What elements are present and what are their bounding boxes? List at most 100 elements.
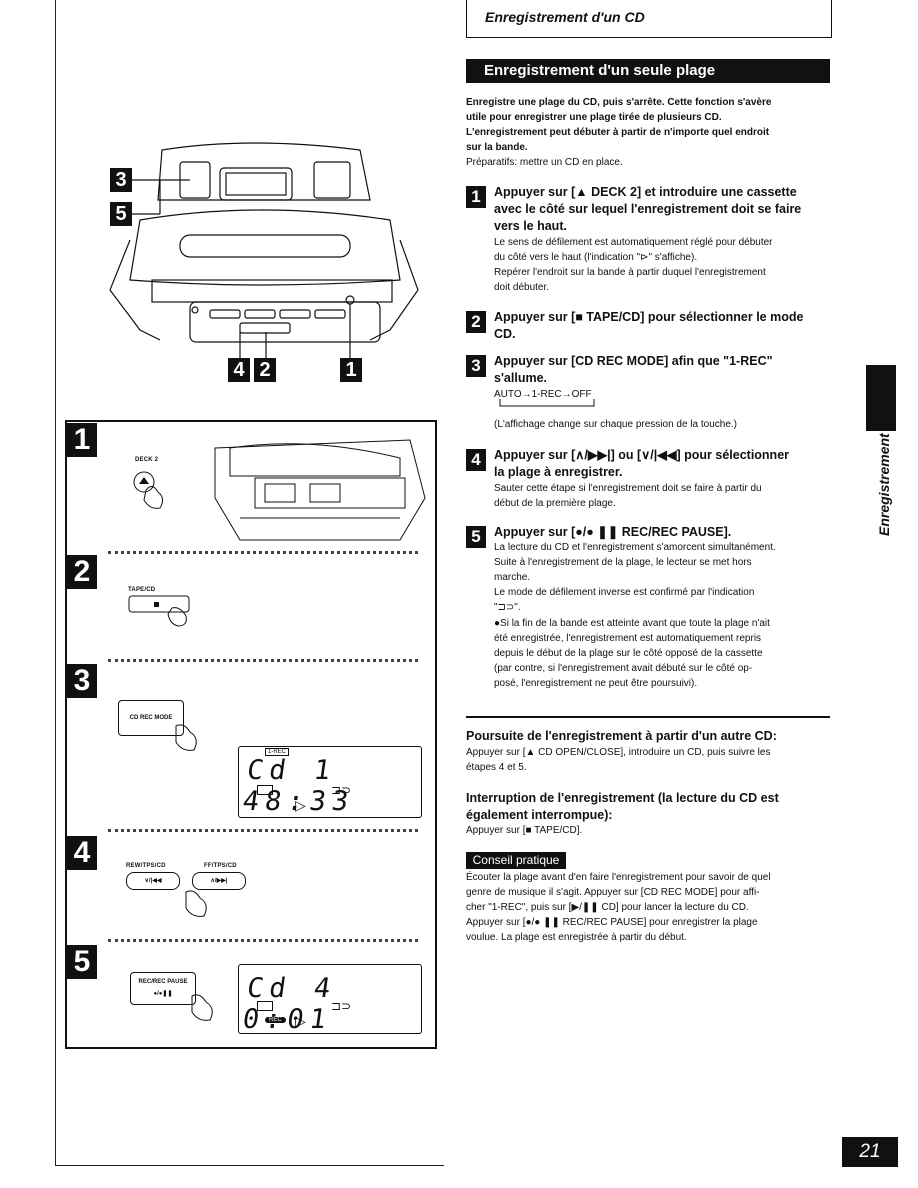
left-step-4-number: 4 (67, 836, 97, 870)
step-2-heading-2: CD. (494, 327, 516, 341)
callout-1: 1 (340, 358, 362, 382)
cd-rec-mode-button: CD REC MODE (118, 700, 184, 736)
step-1-heading-3: vers le haut. (494, 219, 567, 233)
step-4-heading-1: Appuyer sur [∧/▶▶|] ou [∨/|◀◀] pour séle… (494, 448, 790, 462)
page-title: Enregistrement d'un CD (485, 9, 645, 25)
step-5-number: 5 (466, 526, 486, 548)
step-5-body-5: "⊐⊃". (494, 602, 521, 613)
device-illustration (109, 142, 419, 358)
left-step-5-number: 5 (67, 945, 97, 979)
chapter-side-label-text: Enregistrement (876, 433, 892, 536)
chapter-side-label: Enregistrement (858, 433, 906, 540)
cassette-icon-2 (257, 1001, 273, 1011)
step-2-heading-1: Appuyer sur [■ TAPE/CD] pour sélectionne… (494, 310, 804, 324)
section-title: Enregistrement d'un seule plage (484, 62, 716, 79)
skip-back-button: ∨/|◀◀ (126, 872, 180, 890)
intro-line-2: utile pour enregistrer une plage tirée d… (466, 112, 722, 123)
step-4-body-1: Sauter cette étape si l'enregistrement d… (494, 483, 762, 494)
tip-line-5: voulue. La plage est enregistrée à parti… (466, 932, 687, 943)
deck2-label: DECK 2 (135, 457, 159, 463)
step-2-number: 2 (466, 311, 486, 333)
step-1-body-3: Repérer l'endroit sur la bande à partir … (494, 267, 766, 278)
step-5-bullet-5: posé, l'enregistrement ne peut être pour… (494, 678, 698, 689)
tip-badge: Conseil pratique (466, 852, 566, 869)
rew-label: REW/TPS/CD (126, 863, 166, 869)
step-5-body-4: Le mode de défilement inverse est confir… (494, 587, 755, 598)
interrupt-body: Appuyer sur [■ TAPE/CD]. (466, 825, 583, 836)
page-number: 21 (842, 1137, 898, 1167)
step-1-body-4: doit débuter. (494, 282, 550, 293)
step-3-heading-2: s'allume. (494, 371, 547, 385)
continue-body-2: étapes 4 et 5. (466, 762, 527, 773)
step-5-body-1: La lecture du CD et l'enregistrement s'a… (494, 542, 776, 553)
lcd-display-rec: Cd 4 0:01 ⊐⊃ REC ▷ (238, 964, 422, 1035)
rec-pause-label: REC/REC PAUSE (138, 979, 188, 985)
tip-line-1: Écouter la plage avant d'en faire l'enre… (466, 872, 771, 883)
play-direction-icon: ▷ (295, 797, 306, 813)
callout-3: 3 (110, 168, 132, 192)
step-5-body-3: marche. (494, 572, 531, 583)
interrupt-title-1: Interruption de l'enregistrement (la lec… (466, 791, 779, 805)
step-5-bullet-3: depuis le début de la plage sur le côté … (494, 648, 763, 659)
intro-line-1: Enregistre une plage du CD, puis s'arrêt… (466, 97, 772, 108)
step-1-body-2: du côté vers le haut (l'indication "⊳" s… (494, 252, 698, 263)
step-5-heading-1: Appuyer sur [●/● ❚❚ REC/REC PAUSE]. (494, 525, 732, 539)
rec-pause-button: REC/REC PAUSE ●/●❚❚ (130, 972, 196, 1005)
section-title-bar (466, 59, 830, 83)
header-box (466, 0, 832, 38)
tapecd-button-icon (128, 595, 190, 627)
left-step-3-number: 3 (67, 664, 97, 698)
press-hand-icon-2 (185, 890, 207, 917)
step-3-sequence: AUTO→1-REC→OFF (494, 389, 592, 400)
step-4-heading-2: la plage à enregistrer. (494, 465, 623, 479)
separator-dots-3 (108, 829, 418, 832)
continue-title: Poursuite de l'enregistrement à partir d… (466, 729, 777, 743)
step-5-body-2: Suite à l'enregistrement de la plage, le… (494, 557, 752, 568)
section-divider (466, 716, 830, 718)
tip-line-2: genre de musique il s'agit. Appuyer sur … (466, 887, 760, 898)
lcd-display-1rec: 1-REC Cd 1 48:33 ⊐⊃ ▷ (238, 746, 422, 818)
tip-line-4: Appuyer sur [●/● ❚❚ REC/REC PAUSE] pour … (466, 917, 758, 928)
steps-illustration-box (65, 420, 437, 1049)
step-3-number: 3 (466, 355, 486, 377)
reverse-mode-icon: ⊐⊃ (331, 783, 352, 797)
separator-dots-2 (108, 659, 418, 662)
left-column-frame (55, 0, 444, 1166)
press-hand-icon (175, 724, 197, 751)
step-3-body-1: (L'affichage change sur chaque pression … (494, 419, 737, 430)
lcd-1rec-tag: 1-REC (265, 748, 290, 756)
press-hand-icon-3 (191, 994, 213, 1021)
callout-2: 2 (254, 358, 276, 382)
step-1-body-1: Le sens de défilement est automatiquemen… (494, 237, 773, 248)
step-4-body-2: début de la première plage. (494, 498, 616, 509)
separator-dots-1 (108, 551, 418, 554)
deck2-cassette-illustration (214, 439, 426, 541)
callout-5: 5 (110, 202, 132, 226)
step-5-bullet-1: ●Si la fin de la bande est atteinte avan… (494, 618, 770, 629)
left-step-1-number: 1 (67, 423, 97, 457)
step-4-number: 4 (466, 449, 486, 471)
cassette-icon (257, 785, 273, 795)
step-1-heading-1: Appuyer sur [▲ DECK 2] et introduire une… (494, 185, 797, 199)
chapter-tab-marker (866, 365, 896, 431)
step-5-bullet-2: été enregistrée, l'enregistrement est au… (494, 633, 762, 644)
step-1-number: 1 (466, 186, 486, 208)
preparation-text: Préparatifs: mettre un CD en place. (466, 157, 623, 168)
ff-label: FF/TPS/CD (204, 863, 237, 869)
intro-line-4: sur la bande. (466, 142, 528, 153)
skip-forward-button: ∧/▶▶| (192, 872, 246, 890)
tapecd-label: TAPE/CD (128, 587, 156, 593)
step-5-bullet-4: (par contre, si l'enregistrement avait d… (494, 663, 753, 674)
press-deck2-hand-icon (133, 471, 164, 509)
step-1-heading-2: avec le côté sur lequel l'enregistrement… (494, 202, 802, 216)
step-3-heading-1: Appuyer sur [CD REC MODE] afin que "1-RE… (494, 354, 773, 368)
reverse-mode-icon-2: ⊐⊃ (331, 999, 352, 1013)
continue-body-1: Appuyer sur [▲ CD OPEN/CLOSE], introduir… (466, 747, 771, 758)
cycle-arrow-icon (499, 399, 595, 407)
left-step-2-number: 2 (67, 555, 97, 589)
interrupt-title-2: également interrompue): (466, 808, 613, 822)
rec-pause-symbol: ●/●❚❚ (153, 991, 173, 997)
intro-line-3: L'enregistrement peut débuter à partir d… (466, 127, 770, 138)
callout-4: 4 (228, 358, 250, 382)
tip-line-3: cher "1-REC", puis sur [▶/❚❚ CD] pour la… (466, 902, 749, 913)
